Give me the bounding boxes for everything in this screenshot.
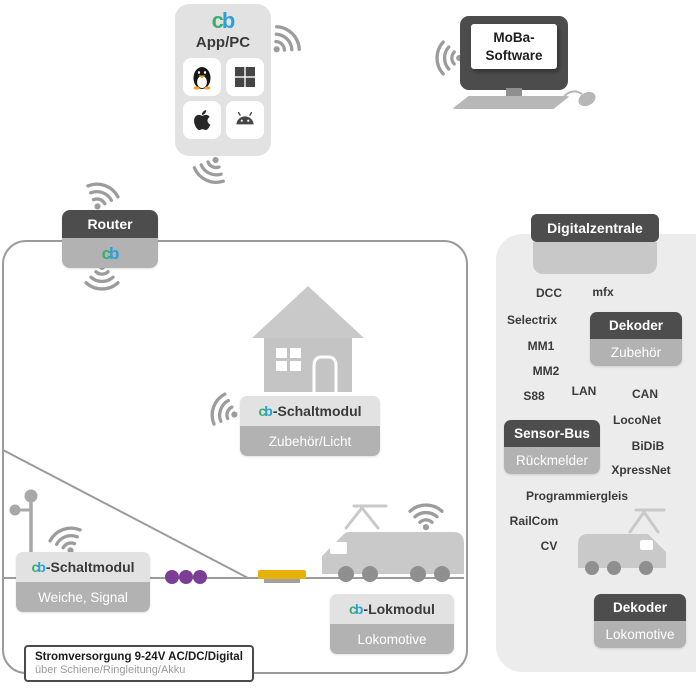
router-label: Router — [62, 210, 158, 238]
android-tile — [225, 101, 264, 139]
power-note: Stromversorgung 9-24V AC/DC/Digital über… — [24, 645, 254, 682]
protocol-label-programmiergleis: Programmiergleis — [525, 489, 629, 503]
linux-icon — [193, 67, 210, 90]
wifi-waves-icon — [86, 182, 120, 210]
logo-letter-b: b — [264, 403, 273, 419]
moba-monitor: MoBa- Software — [452, 16, 580, 116]
android-icon — [235, 111, 254, 125]
logo-letter-c: c — [258, 403, 266, 419]
module-subtitle: Zubehör/Licht — [240, 426, 380, 456]
digitalzentrale-badge: Digitalzentrale — [531, 214, 659, 242]
power-note-line2: über Schiene/Ringleitung/Akku — [35, 664, 186, 676]
apple-tile — [182, 101, 221, 139]
monitor-base — [452, 96, 570, 109]
dekoder-zubehoer-module: Dekoder Zubehör — [590, 312, 682, 366]
module-subtitle: Zubehör — [590, 339, 682, 366]
wifi-waves-icon — [273, 25, 301, 53]
logo-letter-c: c — [101, 243, 112, 263]
linux-tile — [182, 58, 221, 96]
module-subtitle: Rückmelder — [504, 447, 600, 474]
apple-icon — [193, 110, 210, 130]
protocol-label-bidib: BiDiB — [631, 439, 665, 453]
sensor-bus-module: Sensor-Bus Rückmelder — [504, 420, 600, 474]
module-subtitle: Weiche, Signal — [16, 582, 150, 612]
module-subtitle: Lokomotive — [330, 624, 454, 654]
wifi-waves-icon — [192, 156, 225, 184]
moba-software-label: MoBa- Software — [471, 24, 557, 70]
track-contact-icon — [258, 570, 306, 579]
module-title-text: -Schaltmodul — [272, 403, 362, 419]
logo-letter-c: c — [349, 601, 357, 617]
protocol-label-selectrix: Selectrix — [506, 313, 558, 327]
mouse-icon — [559, 90, 596, 107]
logo-letter-b: b — [221, 8, 235, 33]
module-title-text: -Schaltmodul — [45, 559, 135, 575]
zentrale-device — [533, 242, 657, 274]
protocol-label-can: CAN — [632, 387, 658, 401]
app-pc-title: App/PC — [195, 34, 251, 51]
moba-label-line2: Software — [485, 47, 543, 63]
protocol-label-dcc: DCC — [536, 286, 562, 300]
logo-letter-c: c — [211, 8, 224, 33]
logo-letter-b: b — [37, 559, 46, 575]
module-title-text: -Lokmodul — [363, 601, 435, 617]
dekoder-lokomotive-module: Dekoder Lokomotive — [594, 594, 686, 648]
module-title: Dekoder — [590, 312, 682, 339]
windows-tile — [225, 58, 264, 96]
protocol-label-lan: LAN — [571, 384, 597, 398]
module-subtitle: Lokomotive — [594, 621, 686, 648]
locomotive-icon-main — [322, 504, 464, 582]
power-note-line1: Stromversorgung 9-24V AC/DC/Digital — [35, 651, 243, 663]
protocol-label-xpressnet: XpressNet — [611, 463, 671, 477]
protocol-label-s88: S88 — [523, 389, 545, 403]
wifi-waves-icon — [408, 503, 444, 531]
os-icon-grid — [182, 58, 264, 139]
moba-label-line1: MoBa- — [493, 30, 535, 45]
protocol-label-mm1: MM1 — [527, 339, 555, 353]
windows-icon — [234, 67, 255, 87]
protocol-label-railcom: RailCom — [509, 514, 559, 528]
logo-letter-b: b — [354, 601, 364, 617]
wifi-waves-icon — [210, 392, 238, 426]
locomotive-icon-right — [578, 508, 666, 575]
protocol-label-loconet: LocoNet — [613, 413, 661, 427]
protocol-label-mm2: MM2 — [532, 364, 560, 378]
protocol-label-cv: CV — [540, 539, 558, 553]
protocol-label-mfx: mfx — [592, 285, 614, 299]
module-title: Sensor-Bus — [504, 420, 600, 447]
logo-letter-b: b — [109, 243, 119, 263]
module-title: Dekoder — [594, 594, 686, 621]
track-contact-base — [264, 579, 300, 583]
house-icon — [252, 286, 364, 392]
